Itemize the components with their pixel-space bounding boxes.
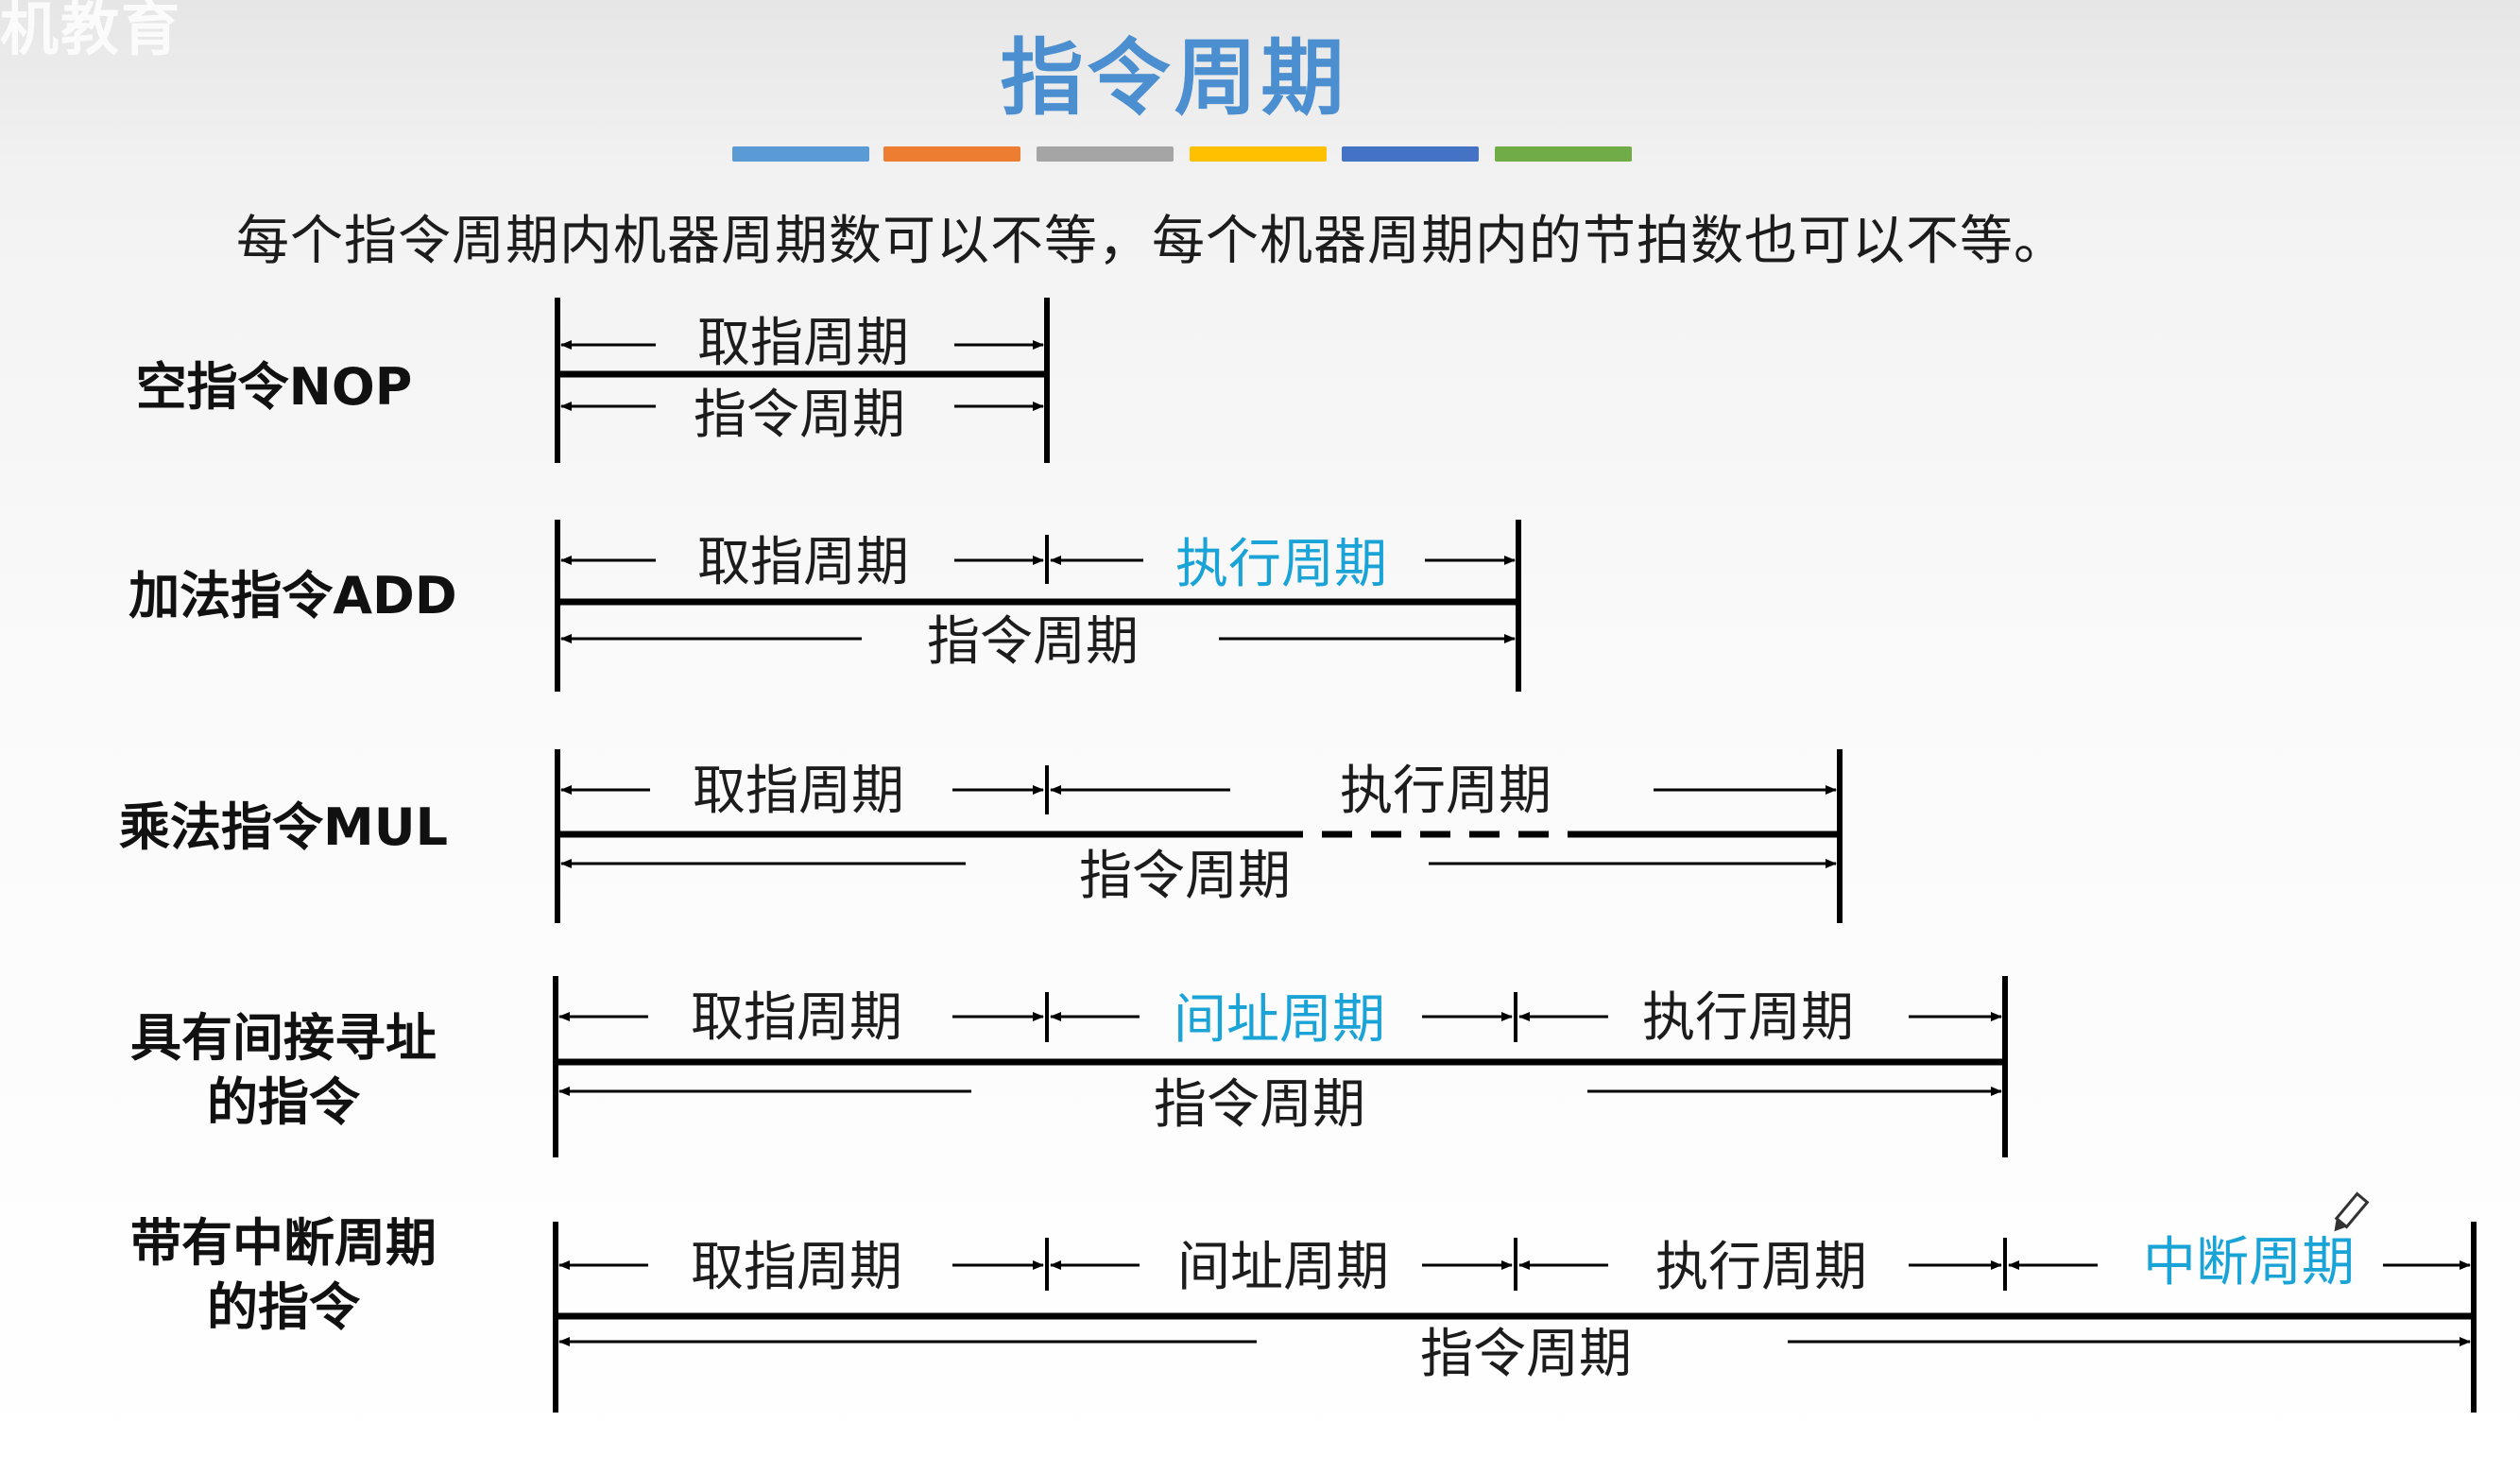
segment-label-execute: 执行周期 xyxy=(1642,987,1854,1049)
row-label-line: 的指令 xyxy=(207,1277,360,1337)
accent-bar-3 xyxy=(1037,146,1174,162)
total-label: 指令周期 xyxy=(1079,846,1291,907)
row-label-nop: 空指令NOP xyxy=(76,355,472,420)
segment-label-execute: 执行周期 xyxy=(1175,534,1387,595)
row-label-text: 乘法指令MUL xyxy=(119,797,448,857)
row-mul xyxy=(555,749,1843,923)
segment-label-fetch: 取指周期 xyxy=(693,761,904,822)
accent-bar-6 xyxy=(1495,146,1632,162)
row-interrupt xyxy=(553,1222,2477,1413)
row-label-indirect: 具有间接寻址 的指令 xyxy=(85,1006,482,1135)
accent-bar-5 xyxy=(1342,146,1479,162)
row-indirect xyxy=(553,976,2008,1157)
row-add xyxy=(555,520,1521,692)
watermark-text: 机教育 xyxy=(0,0,182,63)
subtitle-text: 每个指令周期内机器周期数可以不等，每个机器周期内的节拍数也可以不等。 xyxy=(236,211,2067,272)
row-label-line: 的指令 xyxy=(207,1072,360,1132)
row-label-line: 具有间接寻址 xyxy=(130,1008,437,1068)
accent-bar-4 xyxy=(1190,146,1327,162)
row-label-text: 加法指令ADD xyxy=(129,566,457,625)
segment-label-fetch: 取指周期 xyxy=(691,987,902,1049)
segment-label-execute: 执行周期 xyxy=(1655,1237,1867,1298)
row-label-interrupt: 带有中断周期 的指令 xyxy=(85,1211,482,1340)
row-label-add: 加法指令ADD xyxy=(94,564,491,628)
segment-label-execute: 执行周期 xyxy=(1340,761,1551,822)
segment-label-interrupt: 中断周期 xyxy=(2143,1232,2355,1293)
segment-label-indirect: 间址周期 xyxy=(1177,1237,1389,1298)
segment-label-fetch: 取指周期 xyxy=(697,532,909,593)
accent-bar-1 xyxy=(732,146,869,162)
row-nop xyxy=(555,298,1050,463)
segment-label-fetch: 取指周期 xyxy=(697,313,909,374)
total-label: 指令周期 xyxy=(1154,1074,1365,1136)
slide-title: 指令周期 xyxy=(1000,29,1348,127)
row-label-mul: 乘法指令MUL xyxy=(85,796,482,860)
total-label: 指令周期 xyxy=(927,611,1139,673)
pen-cursor-icon xyxy=(2334,1191,2370,1232)
row-label-line: 带有中断周期 xyxy=(130,1213,437,1273)
row-label-text: 空指令NOP xyxy=(135,357,413,417)
segment-label-indirect: 间址周期 xyxy=(1174,989,1385,1051)
total-label: 指令周期 xyxy=(694,385,905,446)
total-label: 指令周期 xyxy=(1420,1324,1632,1385)
accent-bar-2 xyxy=(883,146,1020,162)
segment-label-fetch: 取指周期 xyxy=(691,1237,902,1298)
